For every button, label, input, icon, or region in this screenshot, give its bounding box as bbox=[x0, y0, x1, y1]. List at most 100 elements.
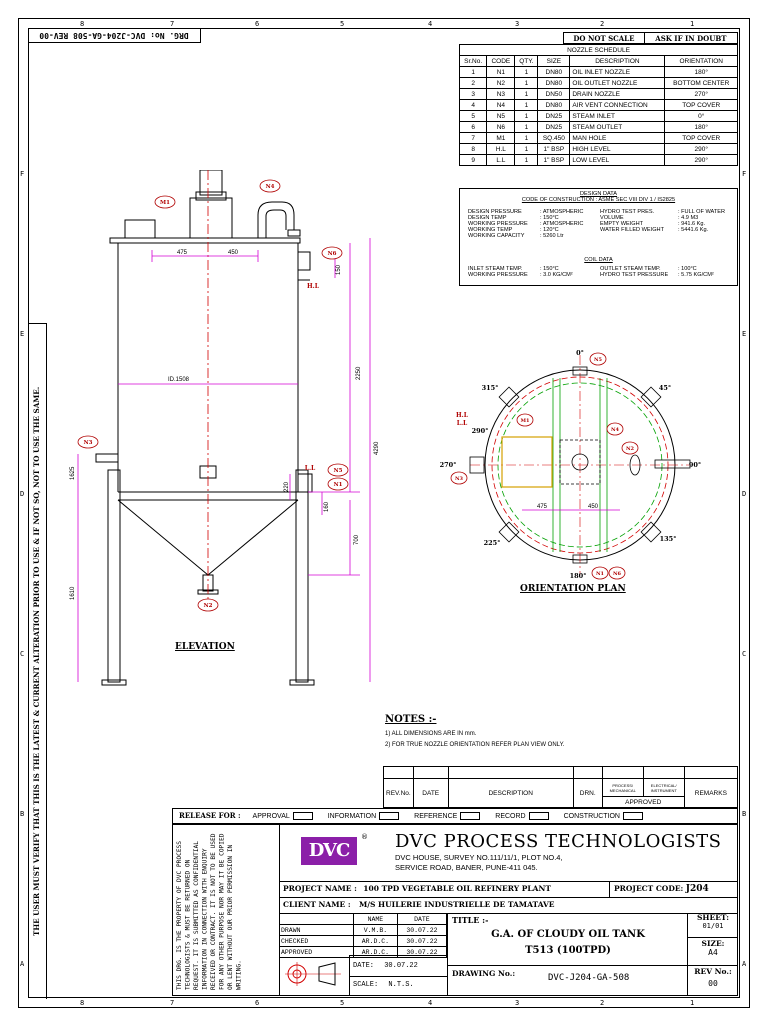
construction-checkbox[interactable] bbox=[622, 812, 643, 821]
zone-number-top-2: 7 bbox=[170, 20, 175, 28]
tag-bubble-n3 bbox=[77, 435, 99, 449]
vent-gooseneck bbox=[257, 201, 295, 238]
design-data-key: EMPTY WEIGHT bbox=[600, 221, 644, 227]
zone-number-bottom-7: 2 bbox=[600, 999, 605, 1007]
design-data-row: DESIGN PRESSURE: ATMOSPHERIC bbox=[468, 209, 598, 215]
client-label: CLIENT NAME : bbox=[283, 900, 351, 909]
property-note-box: THIS DRG. IS THE PROPERTY OF DVC PROCESS… bbox=[173, 825, 280, 995]
dim-label: 450 bbox=[228, 250, 239, 256]
zone-letter-right-e: B bbox=[742, 810, 747, 818]
dim-label: ID.1508 bbox=[168, 377, 190, 383]
value: ATMOSPHERIC bbox=[542, 221, 584, 227]
side-warning-text: THE USER MUST VERIFY THAT THIS IS THE LA… bbox=[32, 386, 41, 937]
scale-value: N.T.S. bbox=[388, 981, 414, 989]
coil-data-title: COIL DATA bbox=[584, 257, 613, 263]
project-code: J204 bbox=[685, 884, 709, 894]
angle-label: 315° bbox=[482, 384, 499, 392]
tag-text: N2 bbox=[204, 603, 213, 609]
release-construction: CONSTRUCTION bbox=[563, 812, 646, 821]
tag-text: N1 bbox=[334, 482, 343, 488]
design-data-value: : 941.6 Kg. bbox=[678, 221, 706, 227]
coil-data-key: INLET STEAM TEMP. bbox=[468, 266, 523, 272]
zone-letter-right-a: F bbox=[742, 170, 747, 178]
signoff-name: AR.D.C. bbox=[353, 935, 398, 947]
registered-icon: ® bbox=[361, 833, 368, 841]
project-name: 100 TPD VEGETABLE OIL REFINERY PLANT bbox=[363, 884, 551, 893]
nozzle-header-row: Sr.No. CODE QTY. SIZE DESCRIPTION ORIENT… bbox=[458, 55, 738, 67]
company-address-2: SERVICE ROAD, BANER, PUNE-411 045. bbox=[395, 863, 538, 872]
cell: 1 bbox=[514, 143, 539, 155]
cell: TOP COVER bbox=[664, 99, 738, 111]
cell: L.L bbox=[486, 154, 516, 166]
cell: 9 bbox=[458, 154, 488, 166]
plan-tag: M1 bbox=[520, 418, 529, 424]
manhole-square bbox=[501, 436, 553, 488]
ask-if-in-doubt: ASK IF IN DOUBT bbox=[643, 32, 739, 44]
top-cover bbox=[109, 237, 301, 244]
zone-letter-left-a: F bbox=[20, 170, 25, 178]
plan-level-ll: L.L bbox=[457, 420, 468, 427]
value: FULL OF WATER bbox=[681, 209, 726, 215]
size-value: A4 bbox=[708, 948, 718, 957]
signoff-date: 30.07.22 bbox=[396, 924, 448, 936]
record-checkbox[interactable] bbox=[528, 812, 549, 821]
tag-text: M1 bbox=[160, 200, 170, 206]
rev-empty bbox=[383, 766, 414, 779]
reference-checkbox[interactable] bbox=[460, 812, 481, 821]
release-row: RELEASE FOR : APPROVAL INFORMATION REFER… bbox=[172, 808, 738, 824]
notice-table: DO NOT SCALE ASK IF IN DOUBT bbox=[563, 32, 739, 44]
cell: N2 bbox=[486, 77, 516, 89]
date-value: 30.07.22 bbox=[384, 962, 418, 970]
rev-cell: REV No.: 00 bbox=[687, 965, 738, 995]
tag-text: N6 bbox=[328, 251, 337, 257]
zone-number-bottom-2: 7 bbox=[170, 999, 175, 1007]
label: CONSTRUCTION bbox=[563, 813, 620, 820]
zone-letter-right-c: D bbox=[742, 490, 747, 498]
cell: DN25 bbox=[537, 110, 571, 122]
project-name-label: PROJECT NAME : bbox=[283, 884, 357, 893]
rev-empty bbox=[683, 766, 739, 779]
zone-number-top-6: 3 bbox=[515, 20, 520, 28]
design-data-key: HYDRO TEST PRES. bbox=[600, 209, 655, 215]
design-data-title: DESIGN DATA bbox=[579, 191, 618, 197]
cell: 1 bbox=[514, 110, 539, 122]
company-header: DVC ® DVC PROCESS TECHNOLOGISTS DVC HOUS… bbox=[279, 825, 737, 882]
cell: 270° bbox=[664, 88, 738, 100]
plan-tag: N4 bbox=[611, 427, 620, 433]
cell: DRAIN NOZZLE bbox=[569, 88, 666, 100]
dim-label: 1625 bbox=[70, 466, 76, 480]
nozzle-schedule-title: NOZZLE SCHEDULE bbox=[459, 44, 738, 56]
approval-checkbox[interactable] bbox=[292, 812, 313, 821]
scale-cell: SCALE: N.T.S. bbox=[349, 975, 448, 995]
cell: DN25 bbox=[537, 121, 571, 133]
cell: 1" BSP bbox=[537, 143, 571, 155]
signoff-role: DRAWN bbox=[279, 924, 354, 936]
design-data-row: EMPTY WEIGHT : 941.6 Kg. bbox=[600, 221, 736, 227]
coil-data-value: : 3.0 KG/CM² bbox=[540, 272, 573, 278]
tag-bubble-n2 bbox=[197, 598, 219, 612]
value: 5260 Ltr bbox=[543, 233, 564, 239]
size-cell: SIZE: A4 bbox=[687, 937, 738, 966]
cell: DN80 bbox=[537, 66, 571, 78]
signoff-date: 30.07.22 bbox=[396, 935, 448, 947]
plan-dim: 450 bbox=[588, 504, 599, 510]
tag-text: N5 bbox=[334, 468, 343, 474]
information-checkbox[interactable] bbox=[379, 812, 400, 821]
sheet-cell: SHEET: 01/01 bbox=[687, 913, 738, 938]
zone-letter-left-b: E bbox=[20, 330, 25, 338]
design-data-box: DESIGN DATA CODE OF CONSTRUCTION : ASME … bbox=[459, 188, 738, 286]
zone-number-top-8: 1 bbox=[690, 20, 695, 28]
coil-data-row: INLET STEAM TEMP.: 150°C bbox=[468, 266, 598, 272]
plan-title: ORIENTATION PLAN bbox=[520, 584, 626, 594]
date-cell: DATE: 30.07.22 bbox=[349, 955, 448, 977]
cell: STEAM OUTLET bbox=[569, 121, 666, 133]
coil-data-row: HYDRO TEST PRESSURE: 5.75 KG/CM² bbox=[600, 272, 736, 278]
design-data-value: : 150°C bbox=[540, 215, 559, 221]
design-data-key: WATER FILLED WEIGHT bbox=[600, 227, 665, 233]
note-2: 2) FOR TRUE NOZZLE ORIENTATION REFER PLA… bbox=[385, 742, 565, 748]
rev-empty bbox=[572, 766, 603, 779]
